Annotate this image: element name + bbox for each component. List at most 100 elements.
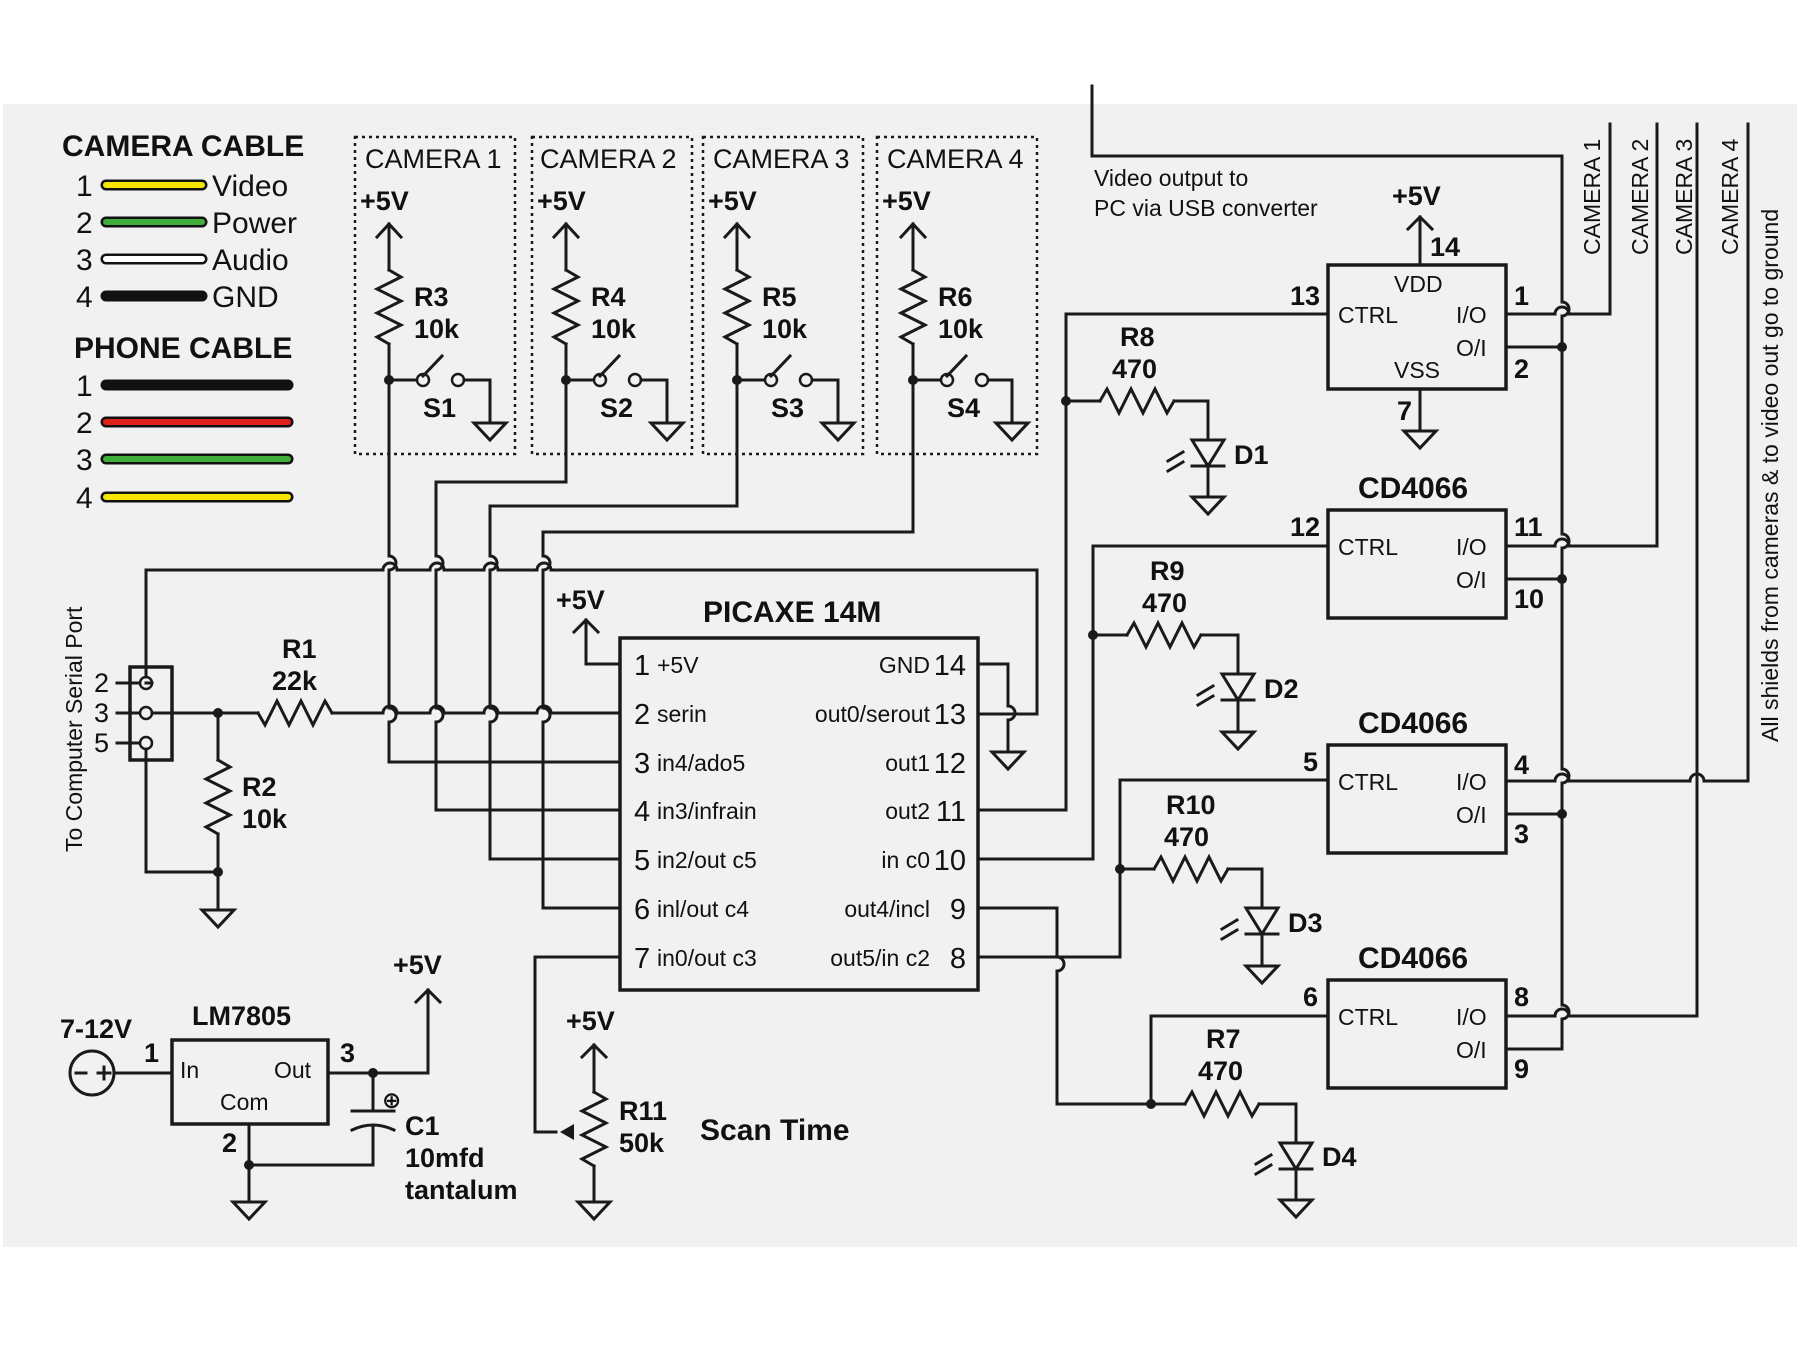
- shields-note: All shields from cameras & to video out …: [1757, 209, 1783, 742]
- io-label: I/O: [1456, 302, 1487, 328]
- resistor-name: R8: [1120, 322, 1155, 352]
- picaxe-left-pins: 1 +5V 2 serin 3 in4/ado5 4 in3/infrain 5…: [634, 650, 757, 975]
- camera-box-4: CAMERA 4 +5V R6 10k S4: [875, 135, 1039, 456]
- reg-pin-out-number: 3: [340, 1038, 355, 1068]
- resistor-zigzag: [897, 267, 929, 347]
- io-pin-number: 1: [1514, 281, 1529, 311]
- vdd-pin-number: 14: [1430, 232, 1460, 262]
- ground-icon: [1188, 495, 1228, 517]
- serial-port-section: To Computer Serial Port 2 3 5 R1 22k R2 …: [61, 561, 1039, 930]
- led-name: D3: [1288, 908, 1323, 938]
- resistor-value: 10k: [938, 314, 984, 344]
- ctrl-pin-number: 12: [1290, 512, 1320, 542]
- pin-number: 13: [934, 699, 966, 731]
- serial-pin-3: 3: [94, 698, 109, 728]
- r2-value: 10k: [242, 804, 288, 834]
- phone-cable-row-3: 3: [76, 444, 294, 477]
- supply-label: +5V: [708, 186, 757, 216]
- resistor-name: R3: [414, 282, 449, 312]
- led-d4-branch: R7 470 D4: [1149, 1024, 1357, 1220]
- led-branches: R8 470 D1 R9 470 D2: [1064, 322, 1357, 1220]
- video-note-line-1: Video output to: [1094, 165, 1248, 191]
- reg-pin-out: Out: [274, 1057, 312, 1083]
- pin-name: GND: [879, 652, 930, 678]
- oi-pin-number: 10: [1514, 584, 1544, 614]
- camera-1-line: [1504, 122, 1612, 316]
- ground-icon: [647, 421, 687, 443]
- ground-icon: [1242, 964, 1282, 986]
- pin-name: +5V: [657, 652, 699, 678]
- pin-name: in3/infrain: [657, 798, 757, 824]
- wire-number: 3: [76, 244, 93, 277]
- pin-number: 14: [934, 650, 966, 682]
- diagram-background: [3, 104, 1797, 1247]
- camera-input-4: CAMERA 4: [1717, 138, 1743, 255]
- camera-cable-row-4: 4 GND: [76, 281, 279, 314]
- camera-box-2: CAMERA 2 +5V R4 10k S2: [530, 135, 694, 456]
- ground-icon: [1218, 730, 1258, 752]
- pin-name: in2/out c5: [657, 847, 757, 873]
- wire-number: 4: [76, 281, 93, 314]
- pin-number: 1: [634, 650, 650, 682]
- switch-name: S2: [600, 393, 633, 423]
- ground-icon: [988, 750, 1028, 772]
- phone-cable-title: PHONE CABLE: [74, 332, 292, 365]
- oi-pin-number: 2: [1514, 354, 1529, 384]
- oi-pin-number: 9: [1514, 1054, 1529, 1084]
- cap-type: tantalum: [405, 1175, 518, 1205]
- phone-cable-row-2: 2: [76, 407, 294, 440]
- oi-label: O/I: [1456, 1037, 1487, 1063]
- led-icon: [1243, 906, 1281, 937]
- pin-name: in4/ado5: [657, 750, 745, 776]
- switch-name: S1: [423, 393, 456, 423]
- wiper-arrow-icon: [560, 1124, 574, 1140]
- resistor-name: R4: [591, 282, 626, 312]
- camera-box-title: CAMERA 4: [887, 144, 1024, 174]
- pin-name: out2: [885, 798, 930, 824]
- switch-lever: [420, 353, 445, 379]
- oi-label: O/I: [1456, 335, 1487, 361]
- io-label: I/O: [1456, 534, 1487, 560]
- pin-number: 8: [950, 943, 966, 975]
- pin-name: out4/incl: [844, 896, 930, 922]
- ctrl-label: CTRL: [1338, 534, 1398, 560]
- pin-name: out5/in c2: [830, 945, 930, 971]
- resistor-zigzag: [721, 267, 753, 347]
- pin-name: serin: [657, 701, 707, 727]
- camera-box-title: CAMERA 3: [713, 144, 850, 174]
- resistor-name: R10: [1166, 790, 1216, 820]
- cap-plus-icon: ⊕: [382, 1087, 401, 1113]
- switch-name: S4: [947, 393, 980, 423]
- switch-bus-wires: [387, 378, 915, 910]
- resistor-r1: [255, 697, 335, 729]
- pin-number: 9: [950, 894, 966, 926]
- wire-label: Audio: [212, 244, 289, 277]
- reg-out-supply: +5V: [393, 950, 442, 980]
- phone-cable-row-1: 1: [76, 370, 294, 403]
- ctrl-label: CTRL: [1338, 769, 1398, 795]
- r1-value: 22k: [272, 666, 318, 696]
- camera-input-3: CAMERA 3: [1671, 139, 1697, 255]
- ground-icon: [229, 1200, 269, 1222]
- io-pin-number: 8: [1514, 982, 1529, 1012]
- pot-caption: Scan Time: [700, 1114, 850, 1147]
- resistor-value: 10k: [414, 314, 460, 344]
- led-name: D4: [1322, 1142, 1357, 1172]
- chip-title: CD4066: [1358, 472, 1468, 505]
- ctrl-pin-number: 6: [1303, 982, 1318, 1012]
- ctrl-pin-number: 13: [1290, 281, 1320, 311]
- scan-time-pot: +5V R11 50k Scan Time: [533, 955, 850, 1222]
- pin-number: 10: [934, 845, 966, 877]
- switch-chip-3: CD4066 5 CTRL I/O O/I 4 3: [1303, 707, 1529, 855]
- ground-icon: [1276, 1198, 1316, 1220]
- resistor-name: R6: [938, 282, 973, 312]
- ctrl-pin-number: 5: [1303, 747, 1318, 777]
- wire-number: 1: [76, 170, 93, 203]
- wire-label: Video: [212, 170, 288, 203]
- led-d1-branch: R8 470 D1: [1064, 322, 1269, 517]
- led-icon: [1219, 672, 1257, 703]
- supply-label: +5V: [537, 186, 586, 216]
- camera-cable-row-1: 1 Video: [76, 170, 288, 203]
- camera-cable-row-3: 3 Audio: [76, 244, 289, 277]
- camera-switch-boxes: CAMERA 1 +5V R3 10k S1 CAMERA 2 +5V: [353, 135, 1039, 456]
